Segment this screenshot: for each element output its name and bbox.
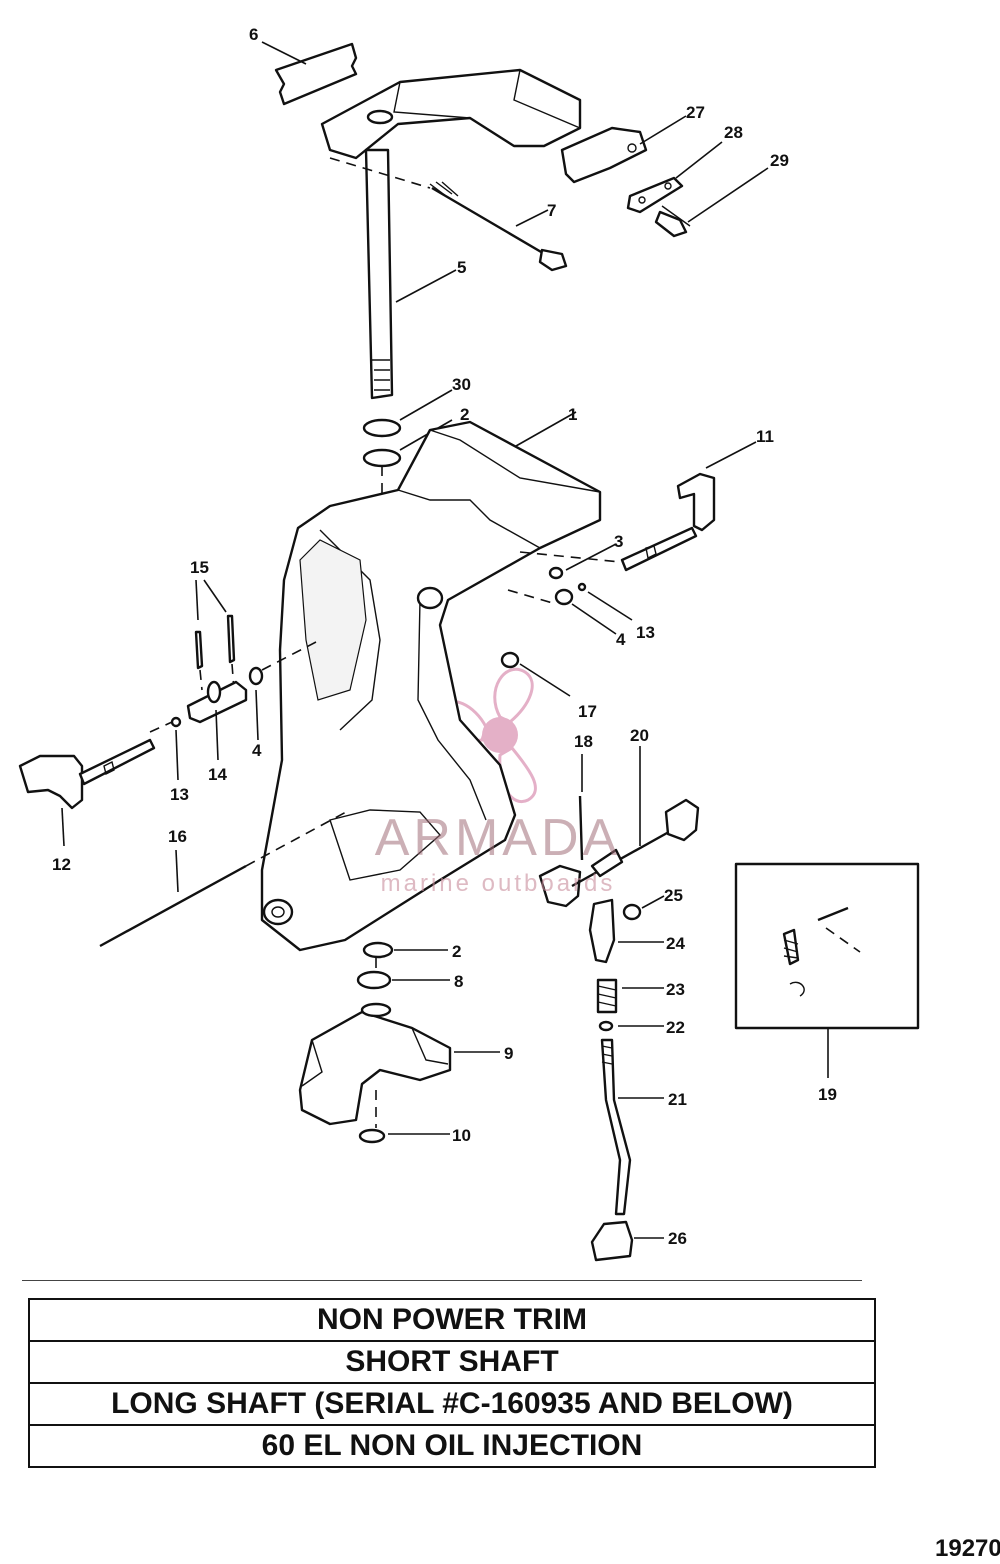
- part-17-nut: [500, 651, 571, 697]
- part-25-nut: [622, 895, 665, 921]
- callout-4-left: 4: [252, 741, 262, 760]
- callout-5: 5: [457, 258, 466, 277]
- callout-3: 3: [614, 532, 623, 551]
- part-22-washer: [598, 1020, 664, 1032]
- part-14-pivot-pin: [149, 641, 317, 781]
- part-24-lock-arm: [588, 898, 664, 964]
- part-7-bolt: [329, 157, 568, 272]
- part-18-pin: [578, 754, 584, 861]
- callout-13-right: 13: [636, 623, 655, 642]
- callout-11: 11: [756, 427, 774, 446]
- part-11-tilt-lever: [519, 441, 757, 572]
- callout-8: 8: [454, 972, 463, 991]
- callout-28: 28: [724, 123, 743, 142]
- drawing-number: 19270: [935, 1535, 1000, 1562]
- callout-6: 6: [249, 25, 258, 44]
- callout-27: 27: [686, 103, 705, 122]
- callout-24: 24: [666, 934, 685, 953]
- callout-19: 19: [818, 1085, 837, 1104]
- part-20-reverse-lock: [538, 746, 700, 908]
- exploded-parts-diagram: 6 27 28 29 7 5 30 2 1 11 3 13 4 15 17 18…: [18, 25, 920, 1262]
- title-row-3: LONG SHAFT (SERIAL #C-160935 AND BELOW): [28, 1382, 876, 1426]
- callout-20: 20: [630, 726, 649, 745]
- title-row-2: SHORT SHAFT: [28, 1340, 876, 1384]
- callout-15: 15: [190, 558, 209, 577]
- watermark-brand: ARMADA: [374, 809, 622, 867]
- part-5-steering-arm: [320, 68, 582, 400]
- part-21-rod: [600, 1038, 664, 1216]
- callout-10: 10: [452, 1126, 471, 1145]
- callout-2-lower: 2: [452, 942, 461, 961]
- callout-22: 22: [666, 1018, 685, 1037]
- part-30-2-bushings: [362, 389, 453, 500]
- callout-1: 1: [568, 405, 577, 424]
- callout-4-right: 4: [616, 630, 626, 649]
- part-2-8-lower-bushings: [356, 941, 450, 990]
- part-16-rod: [99, 811, 347, 948]
- watermark-tagline: marine outboards: [380, 870, 616, 897]
- part-12-lever: [18, 738, 156, 847]
- callout-29: 29: [770, 151, 789, 170]
- part-10-ring: [358, 1128, 450, 1144]
- callout-21: 21: [668, 1090, 687, 1109]
- part-9-lower-yoke: [298, 1002, 500, 1128]
- callout-16: 16: [168, 827, 187, 846]
- callout-25: 25: [664, 886, 683, 905]
- callout-26: 26: [668, 1229, 687, 1248]
- callout-13-left: 13: [170, 785, 189, 804]
- callout-12: 12: [52, 855, 71, 874]
- part-1-swivel-bracket: [260, 411, 602, 952]
- part-19-detail-box: [734, 862, 920, 1078]
- part-26-clip: [590, 1220, 664, 1262]
- callout-18: 18: [574, 732, 593, 751]
- separator-line: [22, 1280, 862, 1281]
- part-29-screw: [654, 167, 769, 238]
- part-27-bracket: [560, 115, 687, 184]
- callout-9: 9: [504, 1044, 513, 1063]
- callout-14: 14: [208, 765, 227, 784]
- title-row-4: 60 EL NON OIL INJECTION: [28, 1424, 876, 1468]
- part-6-pad: [261, 41, 358, 106]
- part-23-spring: [596, 978, 664, 1014]
- title-row-1: NON POWER TRIM: [28, 1298, 876, 1342]
- part-28-plate: [626, 141, 723, 214]
- part-3-4-13-right-hardware: [507, 543, 633, 635]
- callout-17: 17: [578, 702, 597, 721]
- callout-23: 23: [666, 980, 685, 999]
- callout-30: 30: [452, 375, 471, 394]
- callout-7: 7: [547, 201, 556, 220]
- callout-2-upper: 2: [460, 405, 469, 424]
- title-block: NON POWER TRIM SHORT SHAFT LONG SHAFT (S…: [28, 1298, 876, 1468]
- part-15-cotter-pins: [194, 579, 236, 691]
